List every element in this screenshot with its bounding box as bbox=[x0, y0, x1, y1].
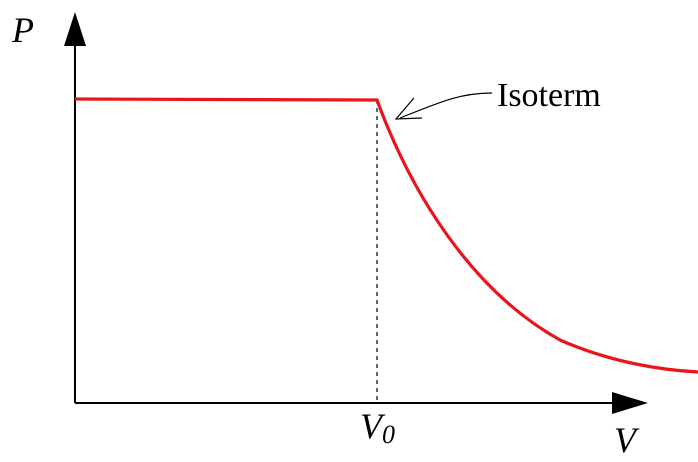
x-axis-arrowhead bbox=[612, 392, 648, 414]
y-axis-arrowhead bbox=[64, 12, 86, 46]
y-axis-label: P bbox=[11, 10, 34, 50]
v0-label-main: V bbox=[360, 406, 386, 446]
annotation-arrowhead-icon bbox=[394, 97, 423, 120]
v0-label-subscript: 0 bbox=[382, 420, 395, 449]
v0-label: V0 bbox=[360, 406, 395, 449]
isoterm-annotation: Isoterm bbox=[497, 77, 601, 114]
x-axis-label: V bbox=[614, 420, 640, 460]
isotherm-curve bbox=[74, 97, 698, 374]
annotation-leader bbox=[399, 92, 493, 119]
